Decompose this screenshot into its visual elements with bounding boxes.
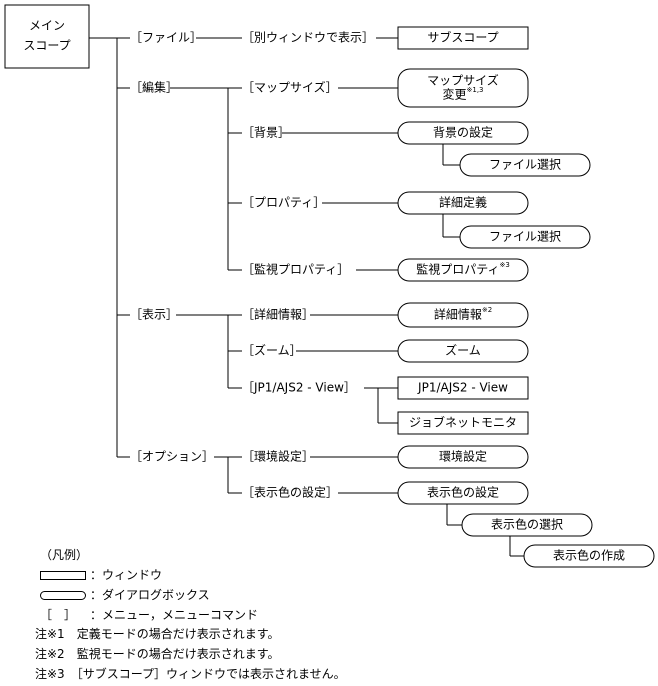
map-size-dialog-label: マップサイズ (427, 73, 499, 88)
subscope-window-label: サブスコープ (427, 30, 498, 45)
dialog-symbol (40, 590, 86, 600)
legend-menu-text: ：メニュー，メニューコマンド (90, 608, 259, 622)
note-3: 注※3 ［サブスコープ］ウィンドウでは表示されません。 (35, 667, 346, 681)
zoom-dialog-label: ズーム (445, 343, 481, 358)
file-select-dialog-1-label: ファイル選択 (489, 158, 561, 172)
root-label: メイン (29, 19, 65, 33)
menu-option: ［オプション］ (130, 450, 214, 464)
legend-item-menu: ［ ］ ：メニュー，メニューコマンド (40, 605, 258, 625)
legend-window-text: ：ウィンドウ (90, 568, 163, 582)
menu-item-display-color: ［表示色の設定］ (242, 485, 338, 500)
legend-item-dialog: ：ダイアログボックス (40, 585, 258, 605)
monitor-property-dialog (397, 258, 529, 282)
menu-item-background: ［背景］ (242, 126, 290, 140)
menu-item-jp1-view: ［JP1/AJS2 - View］ (242, 381, 356, 395)
file-select-dialog-2-label: ファイル選択 (489, 230, 561, 244)
window-symbol (40, 570, 86, 580)
color-select-dialog-label: 表示色の選択 (491, 518, 563, 532)
color-create-dialog-label: 表示色の作成 (553, 549, 625, 563)
menu-item-map-size: ［マップサイズ］ (242, 80, 338, 95)
legend-dialog-text: ：ダイアログボックス (90, 588, 210, 602)
detail-definition-dialog-label: 詳細定義 (439, 195, 487, 210)
legend-item-window: ：ウィンドウ (40, 565, 258, 585)
color-select-dialog (461, 513, 593, 537)
subscope-window (397, 26, 529, 50)
jobnet-monitor-window-label: ジョブネットモニタ (409, 415, 517, 430)
menu-view: ［表示］ (130, 308, 178, 322)
legend-title: （凡例） (40, 548, 89, 562)
jp1-view-window (397, 376, 529, 400)
menu-item-monitor-property: ［監視プロパティ］ (242, 262, 349, 277)
color-create-dialog (523, 544, 655, 568)
zoom-dialog (397, 339, 529, 363)
menu-item-open-window: ［別ウィンドウで表示］ (242, 31, 374, 45)
file-select-dialog-2 (459, 225, 591, 249)
environment-dialog (397, 445, 529, 469)
menu-item-detail-info: ［詳細情報］ (242, 307, 314, 322)
note-1: 注※1 定義モードの場合だけ表示されます。 (35, 627, 280, 641)
legend: （凡例） ：ウィンドウ ：ダイアログボックス ［ ］ ：メニュー，メニューコマン… (40, 545, 258, 625)
menu-item-property: ［プロパティ］ (242, 196, 325, 210)
note-2: 注※2 監視モードの場合だけ表示されます。 (35, 647, 280, 661)
map-size-dialog (397, 68, 529, 108)
notes: 注※1 定義モードの場合だけ表示されます。 注※2 監視モードの場合だけ表示され… (35, 624, 346, 684)
menu-file: ［ファイル］ (130, 31, 202, 45)
menu-bracket-symbol: ［ ］ (40, 608, 77, 622)
detail-info-dialog (397, 302, 529, 328)
menu-edit: ［編集］ (130, 80, 178, 95)
display-color-dialog (397, 481, 529, 505)
detail-info-dialog-label: 詳細情報※2 (434, 306, 492, 322)
jp1-view-window-label: JP1/AJS2 - View (417, 381, 508, 395)
root-window-box (4, 4, 90, 69)
menu-item-zoom: ［ズーム］ (242, 343, 302, 358)
environment-dialog-label: 環境設定 (439, 449, 487, 464)
file-select-dialog-1 (459, 153, 591, 177)
display-color-dialog-label: 表示色の設定 (427, 485, 499, 500)
background-dialog (397, 121, 529, 145)
jobnet-monitor-window (397, 411, 529, 435)
detail-definition-dialog (397, 191, 529, 215)
menu-item-environment: ［環境設定］ (242, 449, 314, 464)
monitor-property-dialog-label: 監視プロパティ※3 (416, 261, 510, 277)
background-dialog-label: 背景の設定 (433, 125, 493, 140)
root-label: スコープ (23, 39, 70, 53)
